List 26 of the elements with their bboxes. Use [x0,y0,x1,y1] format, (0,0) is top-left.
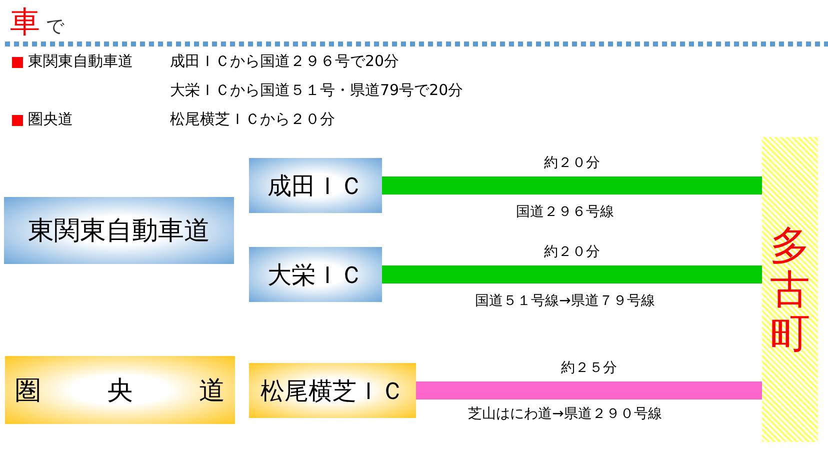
title: 車で [10,4,64,42]
route-bar [382,176,762,194]
route-note: 松尾横芝ＩＣから２０分 [170,110,335,129]
road-name: 東関東自動車道 [28,52,133,71]
edge-label: 約２５分 [561,358,617,376]
label: 成田ＩＣ [268,170,364,202]
label: 大栄ＩＣ [268,260,364,290]
destination-band [762,137,818,442]
road-box [4,197,234,264]
interchange-box [249,158,382,213]
route-name: 国道５１号線→県道７９号線 [475,292,655,310]
route-bar [382,266,762,284]
edge-label: 約２０分 [544,242,600,260]
interchange-box [249,363,416,418]
label: 圏央道 [14,374,226,408]
route-note: 成田ＩＣから国道２９６号で20分 [170,52,400,71]
road-box [5,356,235,424]
route-name: 芝山はにわ道→県道２９０号線 [468,405,662,423]
label: 松尾横芝ＩＣ [260,376,404,406]
route-name: 国道２９６号線 [516,203,614,221]
route-bar [416,382,762,400]
road-name: 圏央道 [28,110,73,129]
edge-label: 約２０分 [544,154,600,172]
route-note: 大栄ＩＣから国道５１号・県道79号で20分 [170,81,464,100]
label: 東関東自動車道 [28,215,210,248]
interchange-box [249,247,382,302]
